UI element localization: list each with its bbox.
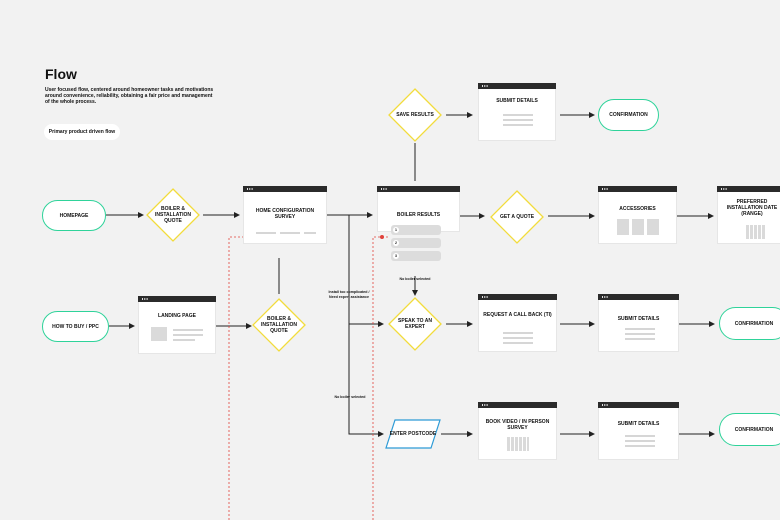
decision-label: SPEAK TO AN EXPERT — [398, 318, 432, 330]
screen-title: BOILER RESULTS — [396, 212, 441, 218]
window-bar — [138, 296, 216, 302]
note-no-boiler-selected: No boiler selected — [399, 277, 431, 281]
result-option[interactable]: 1 — [391, 225, 441, 235]
screen-title: REQUEST A CALL BACK (TI) — [483, 312, 552, 318]
screen-title: LANDING PAGE — [158, 313, 196, 319]
screen-submit-details-mid[interactable]: SUBMIT DETAILS — [598, 294, 679, 352]
screen-landing-page[interactable]: LANDING PAGE — [138, 296, 216, 354]
screen-submit-details-bottom[interactable]: SUBMIT DETAILS — [598, 402, 679, 460]
decision-boiler-quote-top[interactable]: BOILER & INSTALLATION QUOTE — [146, 188, 200, 242]
input-enter-postcode[interactable]: ENTER POSTCODE — [385, 419, 441, 449]
page-description: User focused flow, centered around homeo… — [45, 87, 214, 105]
dashed-link-results — [372, 236, 390, 520]
page-title: Flow — [45, 66, 77, 82]
note-no-boiler-selected-2: No boiler selected — [334, 395, 366, 399]
screen-title: ACCESSORIES — [619, 206, 656, 212]
window-bar — [598, 186, 677, 192]
screen-title: PREFERRED INSTALLATION DATE (RANGE) — [726, 199, 778, 217]
window-bar — [598, 294, 679, 300]
screen-title: BOOK VIDEO / IN PERSON SURVEY — [485, 419, 550, 431]
decision-speak-to-expert[interactable]: SPEAK TO AN EXPERT — [388, 297, 442, 351]
window-bar — [243, 186, 327, 192]
terminal-confirmation-bottom[interactable]: CONFIRMATION — [719, 413, 780, 446]
screen-request-call-back[interactable]: REQUEST A CALL BACK (TI) — [478, 294, 557, 352]
window-bar — [478, 83, 556, 89]
window-bar — [377, 186, 460, 192]
flow-tag: Primary product driven flow — [44, 124, 120, 140]
image-placeholder-icon — [151, 327, 167, 341]
arrow-survey-to-postcode — [348, 324, 384, 437]
window-bar — [478, 402, 557, 408]
screen-submit-details-top[interactable]: SUBMIT DETAILS — [478, 83, 556, 141]
terminal-confirmation-top[interactable]: CONFIRMATION — [598, 99, 659, 131]
postcode-label: ENTER POSTCODE — [389, 431, 437, 437]
decision-label: GET A QUOTE — [499, 214, 535, 220]
terminal-confirmation-mid[interactable]: CONFIRMATION — [719, 307, 780, 340]
terminal-homepage[interactable]: HOMEPAGE — [42, 200, 106, 231]
decision-boiler-quote-mid[interactable]: BOILER & INSTALLATION QUOTE — [252, 298, 306, 352]
result-option[interactable]: 3 — [391, 251, 441, 261]
window-bar — [478, 294, 557, 300]
screen-home-survey[interactable]: HOME CONFIGURATION SURVEY — [243, 186, 327, 244]
calendar-grid — [746, 225, 766, 239]
terminal-how-to-buy[interactable]: HOW TO BUY / PPC — [42, 311, 109, 342]
decision-label: BOILER & INSTALLATION QUOTE — [155, 206, 191, 224]
decision-get-a-quote[interactable]: GET A QUOTE — [490, 190, 544, 244]
calendar-grid — [507, 437, 529, 451]
result-option[interactable]: 2 — [391, 238, 441, 248]
decision-save-results[interactable]: SAVE RESULTS — [388, 88, 442, 142]
note-install-complicated: Install too complicated / Need expert as… — [328, 290, 370, 299]
screen-title: SUBMIT DETAILS — [496, 98, 538, 104]
screen-title: SUBMIT DETAILS — [617, 316, 660, 322]
screen-preferred-date[interactable]: PREFERRED INSTALLATION DATE (RANGE) — [717, 186, 780, 244]
window-bar — [598, 402, 679, 408]
window-bar — [717, 186, 780, 192]
decision-label: BOILER & INSTALLATION QUOTE — [261, 316, 297, 334]
decision-label: SAVE RESULTS — [396, 112, 434, 118]
screen-title: HOME CONFIGURATION SURVEY — [255, 208, 315, 220]
dashed-link-dot-results — [380, 235, 384, 239]
screen-book-video[interactable]: BOOK VIDEO / IN PERSON SURVEY — [478, 402, 557, 460]
screen-boiler-results[interactable]: BOILER RESULTS — [377, 186, 460, 232]
dashed-link-survey — [228, 236, 266, 520]
screen-title: SUBMIT DETAILS — [617, 421, 660, 427]
screen-accessories[interactable]: ACCESSORIES — [598, 186, 677, 244]
